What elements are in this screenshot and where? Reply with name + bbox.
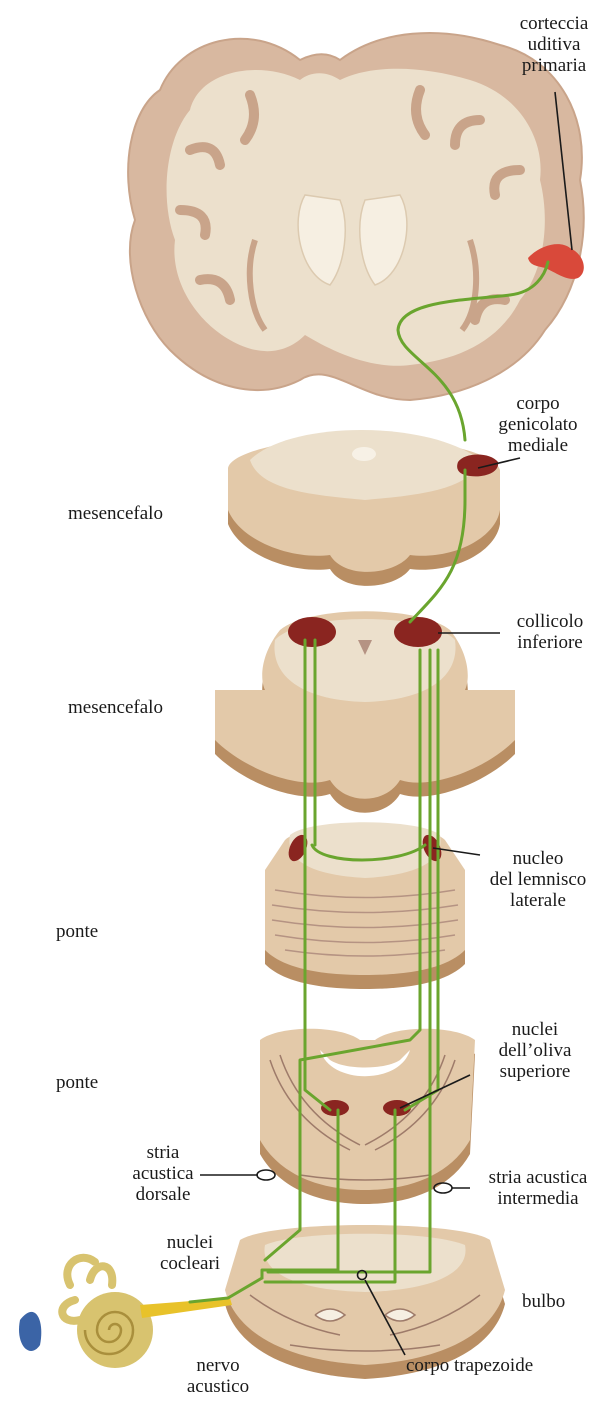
pons-upper-section (265, 822, 465, 989)
label-superior-olivary-nuclei: nuclei dell’oliva superiore (480, 1019, 590, 1082)
label-intermediate-acoustic-stria: stria acustica intermedia (472, 1167, 604, 1209)
inner-ear (19, 1258, 232, 1368)
label-trapezoid-body: corpo trapezoide (406, 1355, 533, 1376)
label-pons-upper: ponte (56, 921, 98, 942)
ic-nucleus-right (394, 617, 442, 647)
cerebrum-coronal-section (128, 33, 584, 400)
pons-lower-section (260, 1029, 475, 1204)
pons-lower-body (260, 1029, 475, 1190)
label-midbrain-upper: mesencefalo (68, 503, 163, 524)
auditory-nerve (140, 1298, 232, 1318)
label-cochlear-nuclei: nuclei cocleari (150, 1232, 230, 1274)
midbrain-upper-section (228, 430, 500, 586)
label-inferior-colliculus: collicolo inferiore (500, 611, 600, 653)
cochlea (77, 1292, 153, 1368)
cerebral-aqueduct-upper (352, 447, 376, 461)
label-medial-geniculate-body: corpo genicolato mediale (488, 393, 588, 456)
label-midbrain-lower: mesencefalo (68, 697, 163, 718)
marker-dorsal-stria (257, 1170, 275, 1180)
midbrain-lower-section (215, 611, 515, 813)
label-dorsal-acoustic-stria: stria acustica dorsale (118, 1142, 208, 1205)
label-medulla: bulbo (522, 1291, 565, 1312)
label-lateral-lemniscus-nucleus: nucleo del lemnisco laterale (478, 848, 598, 911)
cerebrum-white-matter (167, 69, 545, 366)
label-pons-lower: ponte (56, 1072, 98, 1093)
marker-intermediate-stria (434, 1183, 452, 1193)
eardrum (19, 1312, 41, 1351)
label-acoustic-nerve: nervo acustico (178, 1355, 258, 1397)
label-primary-auditory-cortex: corteccia uditiva primaria (505, 13, 603, 76)
ic-nucleus-left (288, 617, 336, 647)
